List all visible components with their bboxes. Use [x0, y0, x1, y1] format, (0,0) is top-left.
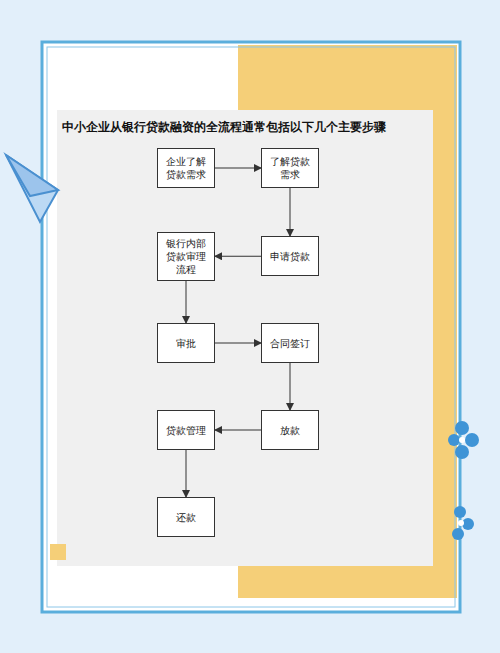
process-box: 放款 [261, 410, 319, 450]
process-box: 银行内部贷款审理流程 [157, 232, 215, 281]
process-box: 企业了解贷款需求 [157, 148, 215, 188]
flow-arrow [215, 168, 261, 169]
diagram-title: 中小企业从银行贷款融资的全流程通常包括以下几个主要步骤 [62, 119, 386, 136]
flow-arrow [215, 256, 261, 257]
box-label: 贷款管理 [164, 424, 208, 437]
process-box: 还款 [157, 497, 215, 537]
box-label: 放款 [268, 424, 312, 437]
flow-arrow [215, 343, 261, 344]
flow-arrow [290, 188, 291, 236]
flow-arrow [215, 430, 261, 431]
box-label: 还款 [164, 511, 208, 524]
process-box: 审批 [157, 323, 215, 363]
process-box: 申请贷款 [261, 236, 319, 276]
process-box: 合同签订 [261, 323, 319, 363]
box-label: 审批 [164, 337, 208, 350]
box-label: 银行内部贷款审理流程 [164, 237, 208, 276]
box-label: 合同签订 [268, 337, 312, 350]
flow-arrow [186, 450, 187, 497]
box-label: 企业了解贷款需求 [164, 155, 208, 181]
flow-arrow [290, 363, 291, 410]
process-box: 了解贷款需求 [261, 148, 319, 188]
process-box: 贷款管理 [157, 410, 215, 450]
flow-arrow [186, 281, 187, 323]
box-label: 申请贷款 [268, 250, 312, 263]
box-label: 了解贷款需求 [268, 155, 312, 181]
